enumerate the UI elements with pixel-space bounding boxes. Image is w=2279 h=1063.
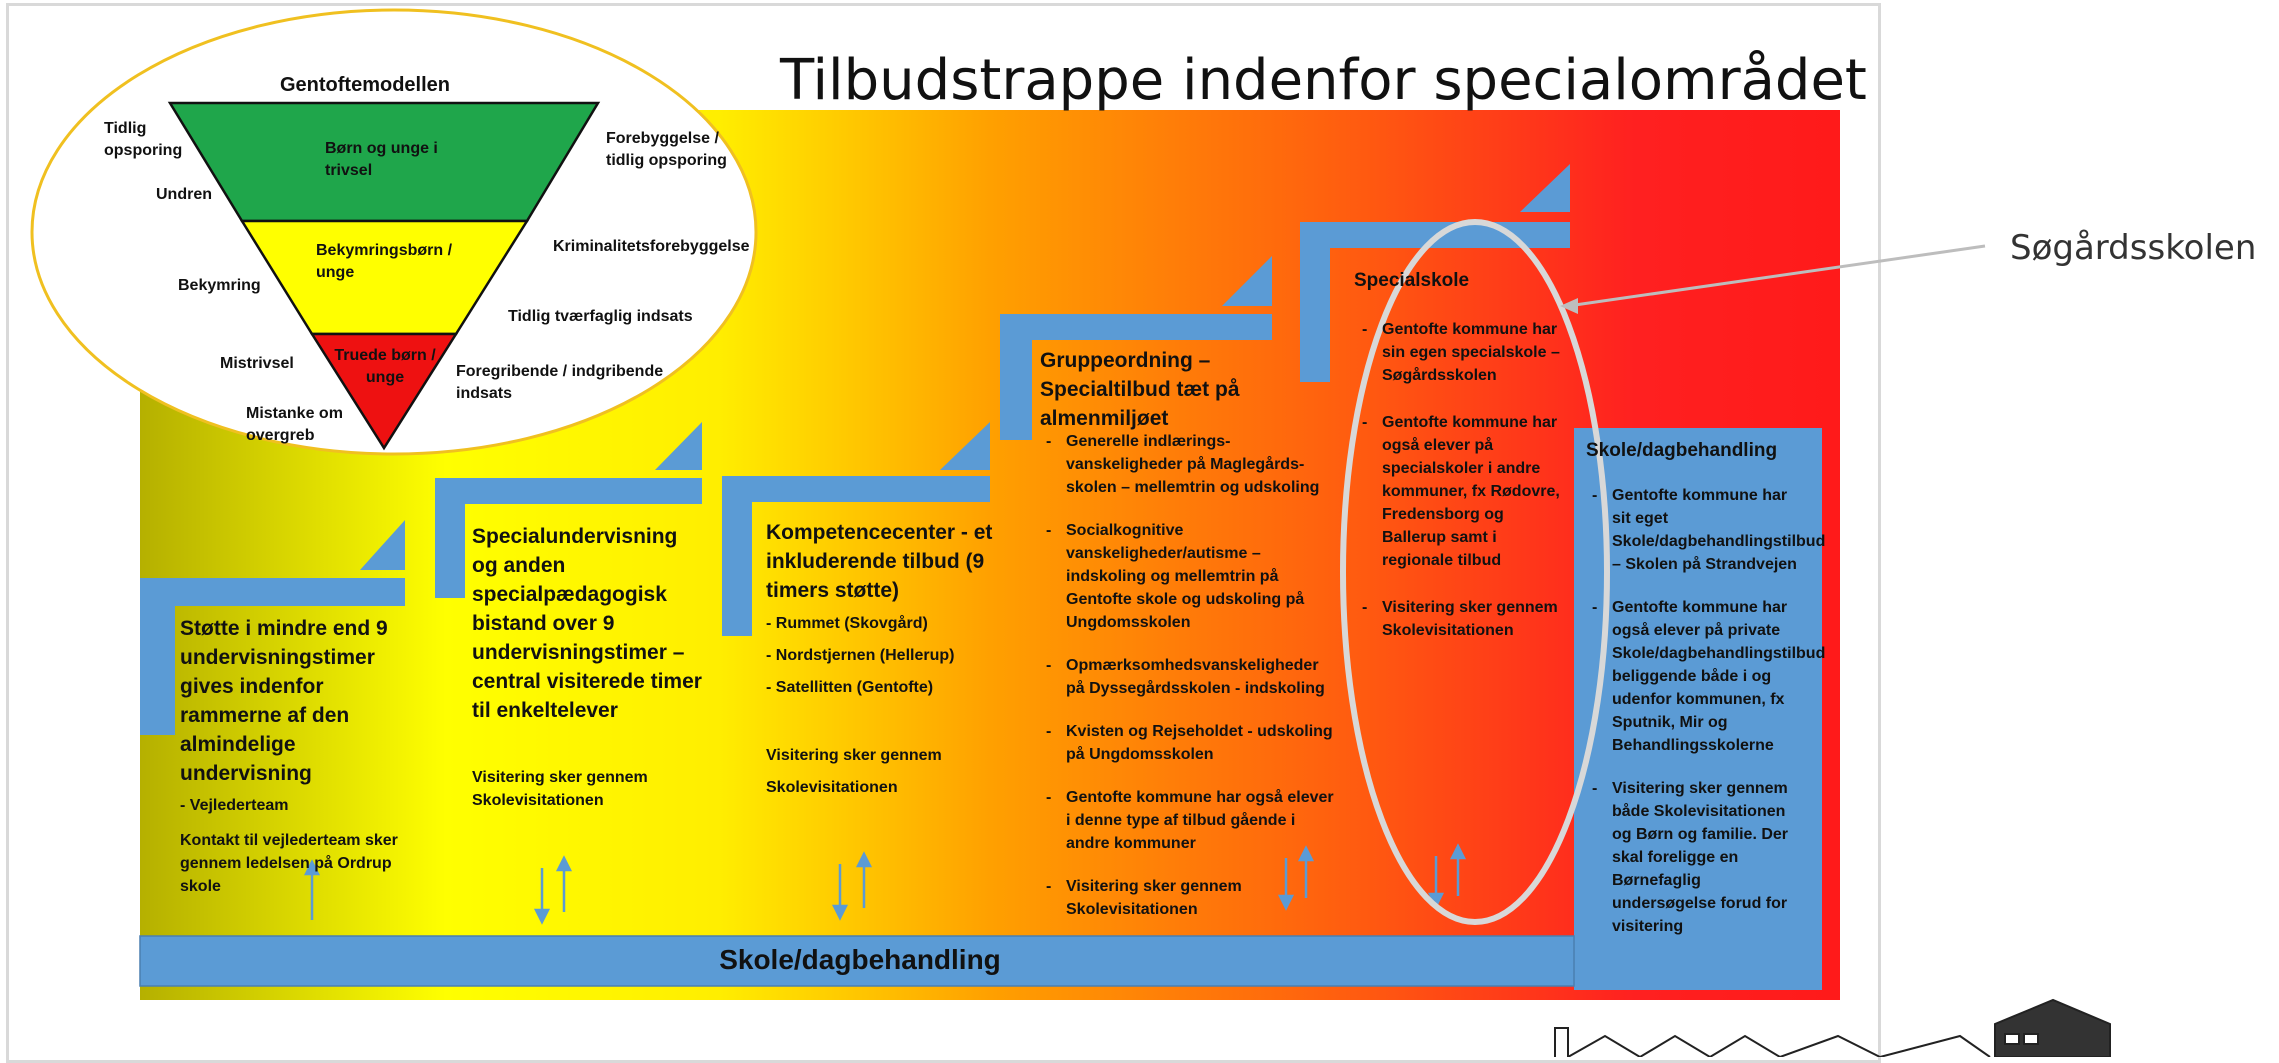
stair-step-1 — [140, 520, 405, 735]
funnel-level-3-label: Truede børn / unge — [334, 347, 436, 386]
bottom-bar — [139, 935, 1575, 987]
step-2-heading: Specialundervisning og anden specialpæda… — [472, 525, 702, 722]
callout-label: Søgårdsskolen — [2010, 228, 2257, 268]
step-3-footer: Visitering sker gennem Skolevisitationen — [766, 747, 942, 796]
step-2-item-1: Visitering sker gennem Skolevisitationen — [472, 769, 648, 809]
step-3-heading: Kompetencecenter - et inkluderende tilbu… — [766, 521, 993, 602]
step-6-item-3: Visitering sker gennem både Skolevisitat… — [1592, 777, 1800, 938]
step-1-item-1: - Vejlederteam — [180, 797, 289, 814]
page-title: Tilbudstrappe indenfor specialområdet — [780, 48, 1867, 113]
step-4-item-1: Generelle indlærings-vanskeligheder på M… — [1046, 430, 1334, 499]
step-3-item-2: - Nordstjernen (Hellerup) — [766, 647, 955, 664]
step-3-list: - Rummet (Skovgård) - Nordstjernen (Hell… — [766, 612, 986, 708]
step-5-heading: Specialskole — [1354, 270, 1470, 291]
step-5-item-2: Gentofte kommune har også elever på spec… — [1362, 411, 1560, 572]
left-label-tidlig-opsporing: Tidlig opsporing — [104, 120, 183, 159]
step-1-item-2: Kontakt til vejlederteam sker gennem led… — [180, 832, 398, 895]
step-6-list: Gentofte kommune har sit eget Skole/dagb… — [1590, 484, 1825, 958]
step-1-heading: Støtte i mindre end 9 undervisningstimer… — [180, 617, 388, 785]
step-4-list: Generelle indlærings-vanskeligheder på M… — [1044, 430, 1334, 941]
right-label-tvaerfaglig: Tidlig tværfaglig indsats — [508, 308, 693, 325]
step-4-item-4: Kvisten og Rejseholdet - udskoling på Un… — [1046, 720, 1334, 766]
bottom-bar-label: Skole/dagbehandling — [719, 944, 1001, 975]
step-6-item-1: Gentofte kommune har sit eget Skole/dagb… — [1592, 484, 1825, 576]
step-5-item-3: Visitering sker gennem Skolevisitationen — [1362, 596, 1560, 642]
step-6-item-2: Gentofte kommune har også elever på priv… — [1592, 596, 1825, 757]
step-3-item-3: - Satellitten (Gentofte) — [766, 679, 934, 696]
step-1-body: - Vejlederteam Kontakt til vejlederteam … — [180, 794, 415, 898]
funnel-level-2-label: Bekymringsbørn / unge — [316, 242, 453, 281]
step-6-heading: Skole/dagbehandling — [1586, 440, 1778, 461]
funnel-title: Gentoftemodellen — [280, 74, 451, 96]
house-decoration — [1554, 998, 2111, 1057]
right-label-foregribende: Foregribende / indgribende indsats — [456, 363, 664, 402]
right-label-kriminalitet: Kriminalitetsforebyggelse — [553, 238, 750, 255]
right-label-forebyggelse: Forebyggelse / tidlig opsporing — [606, 130, 727, 169]
stair-step-4 — [1000, 256, 1272, 440]
step-4-item-2: Socialkognitive vanskeligheder/autisme –… — [1046, 519, 1334, 634]
step-4-item-3: Opmærksomhedsvanskeligheder på Dyssegård… — [1046, 654, 1334, 700]
step-5-item-1: Gentofte kommune har sin egen specialsko… — [1362, 318, 1560, 387]
step-4-item-6: Visitering sker gennem Skolevisitationen — [1046, 875, 1334, 921]
stair-step-2 — [435, 422, 702, 598]
step-4-heading: Gruppeordning – Specialtilbud tæt på alm… — [1040, 349, 1240, 430]
left-label-mistrivsel: Mistrivsel — [220, 355, 294, 372]
step-4-item-5: Gentofte kommune har også elever i denne… — [1046, 786, 1334, 855]
left-label-bekymring: Bekymring — [178, 277, 261, 294]
highlight-ellipse — [1340, 219, 1610, 925]
callout-line — [1567, 244, 1986, 308]
left-label-mistanke: Mistanke om overgreb — [246, 405, 343, 444]
stair-step-3 — [722, 422, 990, 636]
stair-step-5 — [1300, 164, 1570, 382]
left-label-undren: Undren — [156, 186, 212, 203]
funnel — [167, 101, 601, 451]
step-3-item-1: - Rummet (Skovgård) — [766, 615, 928, 632]
step-5-list: Gentofte kommune har sin egen specialsko… — [1360, 318, 1560, 662]
funnel-level-1-label: Børn og unge i trivsel — [325, 140, 438, 179]
